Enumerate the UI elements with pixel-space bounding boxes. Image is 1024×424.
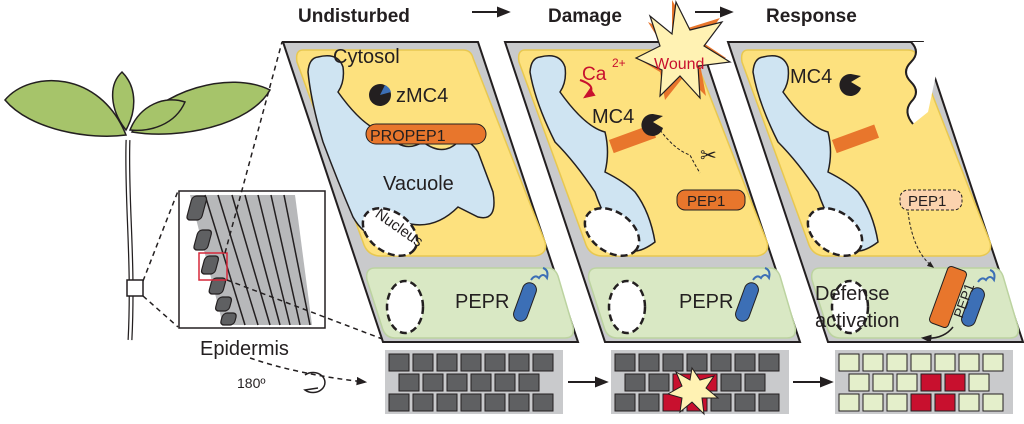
- zmc4-label: zMC4: [396, 85, 448, 107]
- rotate-icon: [303, 371, 326, 394]
- epidermal-cell: [518, 373, 540, 392]
- epidermal-cell: [934, 393, 956, 412]
- pep1-released-label: PEP1: [908, 193, 946, 210]
- epidermal-cell: [388, 393, 410, 412]
- epidermal-cell: [484, 353, 506, 372]
- title-undisturbed: Undisturbed: [298, 6, 410, 27]
- pepr-label: PEPR: [455, 291, 509, 313]
- wound-star-icon: [666, 366, 720, 416]
- epidermal-cell: [710, 353, 732, 372]
- epidermal-cell: [910, 393, 932, 412]
- epidermal-cell: [686, 353, 708, 372]
- epidermal-cell: [848, 373, 870, 392]
- epidermal-cell: [494, 373, 516, 392]
- pep1-bound-shape: [928, 266, 968, 328]
- epidermal-cell: [758, 393, 780, 412]
- epidermal-cell: [508, 393, 530, 412]
- epidermal-cell: [886, 353, 908, 372]
- pepr-receptor-icon: [735, 282, 759, 322]
- nucleus-shape: [361, 206, 419, 258]
- epidermal-cell: [720, 373, 742, 392]
- epidermal-cell: [614, 353, 636, 372]
- epidermis-inset: [178, 41, 386, 341]
- title-response: Response: [766, 6, 857, 27]
- epidermal-cell: [470, 373, 492, 392]
- pepr-receptor-icon: [961, 287, 985, 327]
- epidermis-label: Epidermis: [200, 338, 289, 360]
- epidermal-cell: [532, 353, 554, 372]
- epidermal-cell: [934, 353, 956, 372]
- defense-label-line2: activation: [815, 310, 900, 332]
- vacuole-label: Vacuole: [383, 173, 454, 195]
- wound-star-icon: [634, 0, 732, 100]
- rotation-label: 180º: [237, 375, 265, 391]
- epidermal-cell: [958, 353, 980, 372]
- epidermal-cell: [398, 373, 420, 392]
- epidermal-cell: [982, 393, 1004, 412]
- epidermal-cell: [896, 373, 918, 392]
- pep1-label: PEP1: [687, 193, 725, 210]
- propep1-label: PROPEP1: [370, 128, 446, 145]
- epidermal-cell: [838, 393, 860, 412]
- epidermal-cell: [412, 393, 434, 412]
- calcium-label: Ca: [582, 64, 607, 85]
- mc4-active-icon: [641, 113, 663, 136]
- epidermal-cell: [862, 393, 884, 412]
- epidermal-cell: [446, 373, 468, 392]
- epidermal-cell: [838, 353, 860, 372]
- mc4-icon: [839, 73, 861, 96]
- epidermal-cell: [958, 393, 980, 412]
- defense-label-line1: Defense: [815, 283, 890, 305]
- epidermal-cell: [638, 353, 660, 372]
- epidermal-cell: [920, 373, 942, 392]
- epidermal-cell: [982, 353, 1004, 372]
- zoom-highlight-box: [198, 252, 228, 281]
- title-damage: Damage: [548, 6, 622, 27]
- scissors-icon: ✂: [700, 145, 717, 167]
- epidermal-cell: [662, 353, 684, 372]
- epidermal-cell: [744, 373, 766, 392]
- pep1-shape: [676, 189, 746, 211]
- epidermal-cell: [944, 373, 966, 392]
- epidermal-cell: [734, 393, 756, 412]
- epidermal-cell: [532, 393, 554, 412]
- epidermal-cell: [422, 373, 444, 392]
- epidermal-cell: [614, 393, 636, 412]
- epidermal-cell: [910, 353, 932, 372]
- rotation-arrow: [249, 357, 368, 386]
- epidermal-cell: [624, 373, 646, 392]
- mc4-label: MC4: [592, 106, 634, 128]
- cytosol-label: Cytosol: [333, 46, 400, 68]
- vacuole-shape: [307, 55, 495, 237]
- propep1-shape: [365, 123, 487, 145]
- calcium-charge: 2+: [612, 56, 626, 70]
- wound-label: Wound: [654, 56, 704, 73]
- panel-damage: ✂: [503, 40, 802, 344]
- epidermal-cell: [460, 393, 482, 412]
- epidermal-cell: [758, 353, 780, 372]
- panel-undisturbed: [281, 40, 580, 344]
- epidermal-cell: [886, 393, 908, 412]
- pepr-label-damage: PEPR: [679, 291, 733, 313]
- epidermal-cell: [872, 373, 894, 392]
- epidermal-cell: [968, 373, 990, 392]
- epidermal-cell: [436, 393, 458, 412]
- mc4-label-response: MC4: [790, 66, 832, 88]
- epidermal-cell: [734, 353, 756, 372]
- epidermal-cell: [436, 353, 458, 372]
- seedling-illustration: [4, 70, 272, 341]
- epidermal-cell: [862, 353, 884, 372]
- pepr-receptor-icon: [513, 282, 537, 322]
- panel-response: [726, 40, 1024, 344]
- epidermal-cell: [484, 393, 506, 412]
- epidermis-strips: [385, 350, 1013, 416]
- epidermal-cell: [460, 353, 482, 372]
- epidermal-cell: [648, 373, 670, 392]
- epidermal-cell: [412, 353, 434, 372]
- epidermal-cell: [388, 353, 410, 372]
- epidermal-cell: [508, 353, 530, 372]
- epidermal-cell: [638, 393, 660, 412]
- pep1-released-shape: [899, 189, 963, 211]
